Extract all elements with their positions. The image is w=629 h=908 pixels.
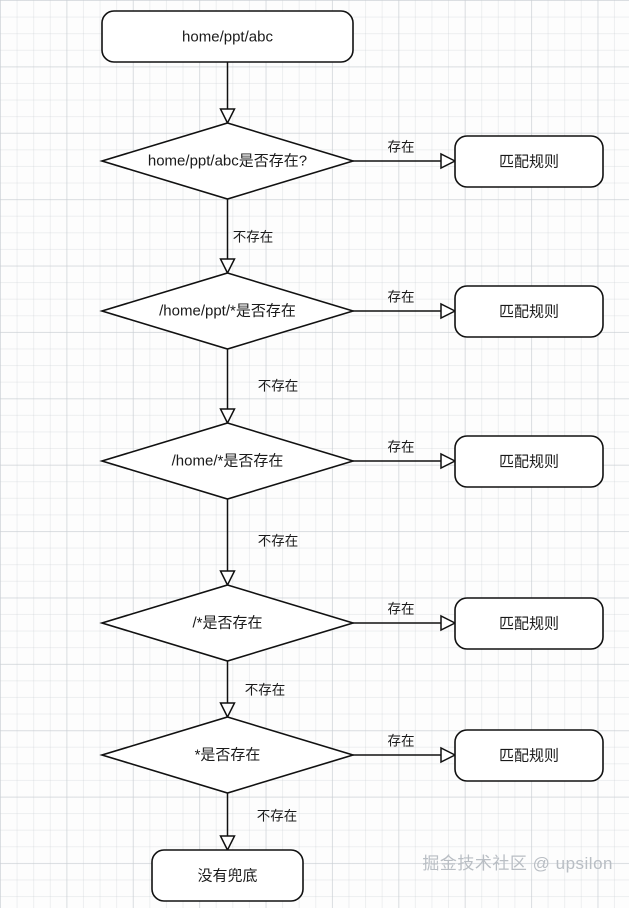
edge-decision-3-to-decision-4: 不存在 xyxy=(219,499,299,587)
match-node-2-label: 匹配规则 xyxy=(499,303,559,320)
edge-start-to-decision-1 xyxy=(219,62,236,125)
arrow-head-icon xyxy=(440,302,457,320)
match-node-1-label: 匹配规则 xyxy=(499,153,559,170)
start-node[interactable]: home/ppt/abc xyxy=(101,10,354,63)
end-node-shape xyxy=(151,849,304,902)
edge-decision-2-to-decision-3: 不存在 xyxy=(219,349,299,425)
edge-decision-3-to-match-3: 存在 xyxy=(353,440,457,470)
edge-label-no-1: 不存在 xyxy=(233,230,274,245)
end-node[interactable]: 没有兜底 xyxy=(151,849,304,902)
arrow-head-icon xyxy=(440,452,457,470)
arrow-head-icon xyxy=(219,835,236,852)
decision-node-5[interactable]: *是否存在 xyxy=(99,716,356,794)
watermark: 掘金技术社区 @ upsilon xyxy=(422,854,613,873)
match-node-3-shape xyxy=(454,435,604,488)
match-node-1[interactable]: 匹配规则 xyxy=(454,135,604,188)
match-node-4-label: 匹配规则 xyxy=(499,615,559,632)
edge-decision-5-to-end: 不存在 xyxy=(219,793,298,852)
arrow-head-icon xyxy=(219,258,236,275)
edge-decision-4-to-match-4: 存在 xyxy=(353,602,457,632)
decision-node-1[interactable]: home/ppt/abc是否存在? xyxy=(99,122,356,200)
match-node-4[interactable]: 匹配规则 xyxy=(454,597,604,650)
edge-label-yes-2: 存在 xyxy=(388,290,415,305)
match-node-3-label: 匹配规则 xyxy=(499,453,559,470)
arrow-head-icon xyxy=(219,408,236,425)
edge-label-no-4: 不存在 xyxy=(245,683,286,698)
edge-label-no-2: 不存在 xyxy=(258,379,299,394)
edge-decision-4-to-decision-5: 不存在 xyxy=(219,661,286,719)
decision-node-3[interactable]: /home/*是否存在 xyxy=(99,422,356,500)
decision-node-5-label: *是否存在 xyxy=(195,746,261,763)
decision-node-2-label: /home/ppt/*是否存在 xyxy=(159,302,296,319)
match-node-2[interactable]: 匹配规则 xyxy=(454,285,604,338)
match-node-3[interactable]: 匹配规则 xyxy=(454,435,604,488)
arrow-head-icon xyxy=(219,570,236,587)
match-node-2-shape xyxy=(454,285,604,338)
edge-decision-5-to-match-5: 存在 xyxy=(353,734,457,764)
match-node-5[interactable]: 匹配规则 xyxy=(454,729,604,782)
start-node-label: home/ppt/abc xyxy=(182,28,273,45)
arrow-head-icon xyxy=(440,746,457,764)
arrow-head-icon xyxy=(440,614,457,632)
edge-label-no-5: 不存在 xyxy=(257,809,298,824)
edge-decision-1-to-match-1: 存在 xyxy=(353,140,457,170)
edge-label-yes-5: 存在 xyxy=(388,734,415,749)
match-node-1-shape xyxy=(454,135,604,188)
arrow-head-icon xyxy=(440,152,457,170)
match-node-5-label: 匹配规则 xyxy=(499,747,559,764)
decision-node-1-label: home/ppt/abc是否存在? xyxy=(148,152,307,169)
decision-node-4-label: /*是否存在 xyxy=(192,614,262,631)
end-node-label: 没有兜底 xyxy=(197,866,257,884)
arrow-head-icon xyxy=(219,108,236,125)
decision-node-3-label: /home/*是否存在 xyxy=(172,452,284,469)
edge-label-no-3: 不存在 xyxy=(258,534,299,549)
edge-decision-2-to-match-2: 存在 xyxy=(353,290,457,320)
arrow-head-icon xyxy=(219,702,236,719)
edge-label-yes-1: 存在 xyxy=(388,140,415,155)
decision-node-4[interactable]: /*是否存在 xyxy=(99,584,356,662)
edge-label-yes-4: 存在 xyxy=(388,602,415,617)
match-node-5-shape xyxy=(454,729,604,782)
edge-decision-1-to-decision-2: 不存在 xyxy=(219,199,274,275)
decision-node-2[interactable]: /home/ppt/*是否存在 xyxy=(99,272,356,350)
edge-label-yes-3: 存在 xyxy=(388,440,415,455)
match-node-4-shape xyxy=(454,597,604,650)
